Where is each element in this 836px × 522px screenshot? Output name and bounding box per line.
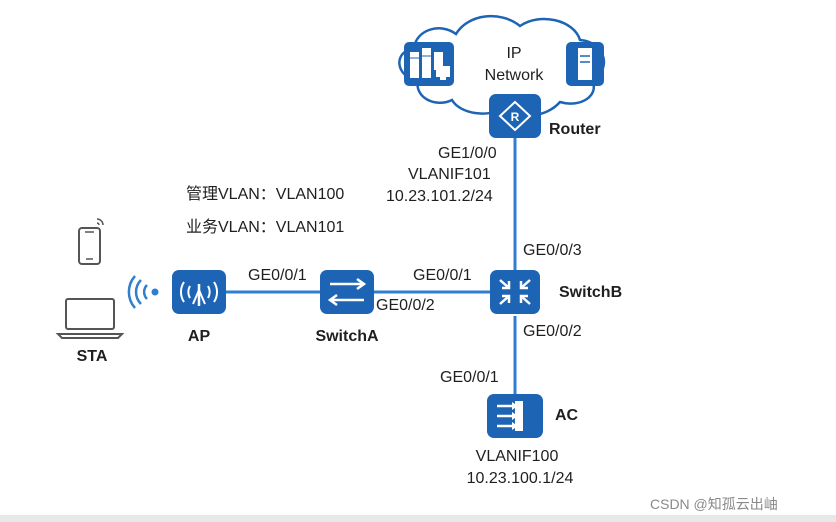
switchb-port-up: GE0/0/3: [523, 242, 582, 259]
switchb-icon: [490, 270, 540, 314]
cloud-label-ip: IP: [506, 45, 522, 62]
service-vlan-label: 业务VLAN：VLAN101: [186, 219, 345, 236]
router-icon: R: [489, 94, 541, 138]
wifi-signal-icon: [127, 275, 159, 309]
ac-icon: [487, 394, 543, 438]
phone-icon: [78, 218, 104, 265]
svg-text:R: R: [511, 110, 520, 124]
ac-ip-label: 10.23.100.1/24: [466, 470, 574, 487]
laptop-icon: [55, 298, 125, 339]
watermark: CSDN @知孤云出岫: [650, 496, 778, 512]
switcha-icon: [320, 270, 374, 314]
router-port-label: GE1/0/0: [438, 145, 497, 162]
ap-icon: [172, 270, 226, 314]
sta-label: STA: [76, 348, 108, 365]
cloud-label-network: Network: [484, 67, 544, 84]
ap-label: AP: [187, 328, 211, 345]
router-label: Router: [549, 121, 601, 138]
switcha-port-right: GE0/0/2: [376, 297, 435, 314]
switchb-port-down: GE0/0/2: [523, 323, 582, 340]
ac-vlanif-label: VLANIF100: [475, 448, 559, 465]
switcha-label: SwitchA: [315, 328, 379, 345]
ac-port-up: GE0/0/1: [440, 369, 499, 386]
bottom-scrollbar[interactable]: [0, 515, 836, 522]
router-ip-label: 10.23.101.2/24: [386, 188, 493, 205]
links: [226, 138, 517, 394]
server-icon: [566, 42, 604, 86]
router-vlanif-label: VLANIF101: [408, 166, 491, 183]
mgmt-vlan-label: 管理VLAN：VLAN100: [186, 186, 345, 203]
ac-label: AC: [555, 407, 579, 424]
server-group-icon: [404, 42, 454, 86]
switcha-port-left: GE0/0/1: [248, 267, 307, 284]
switchb-port-left: GE0/0/1: [413, 267, 472, 284]
switchb-label: SwitchB: [559, 284, 623, 301]
